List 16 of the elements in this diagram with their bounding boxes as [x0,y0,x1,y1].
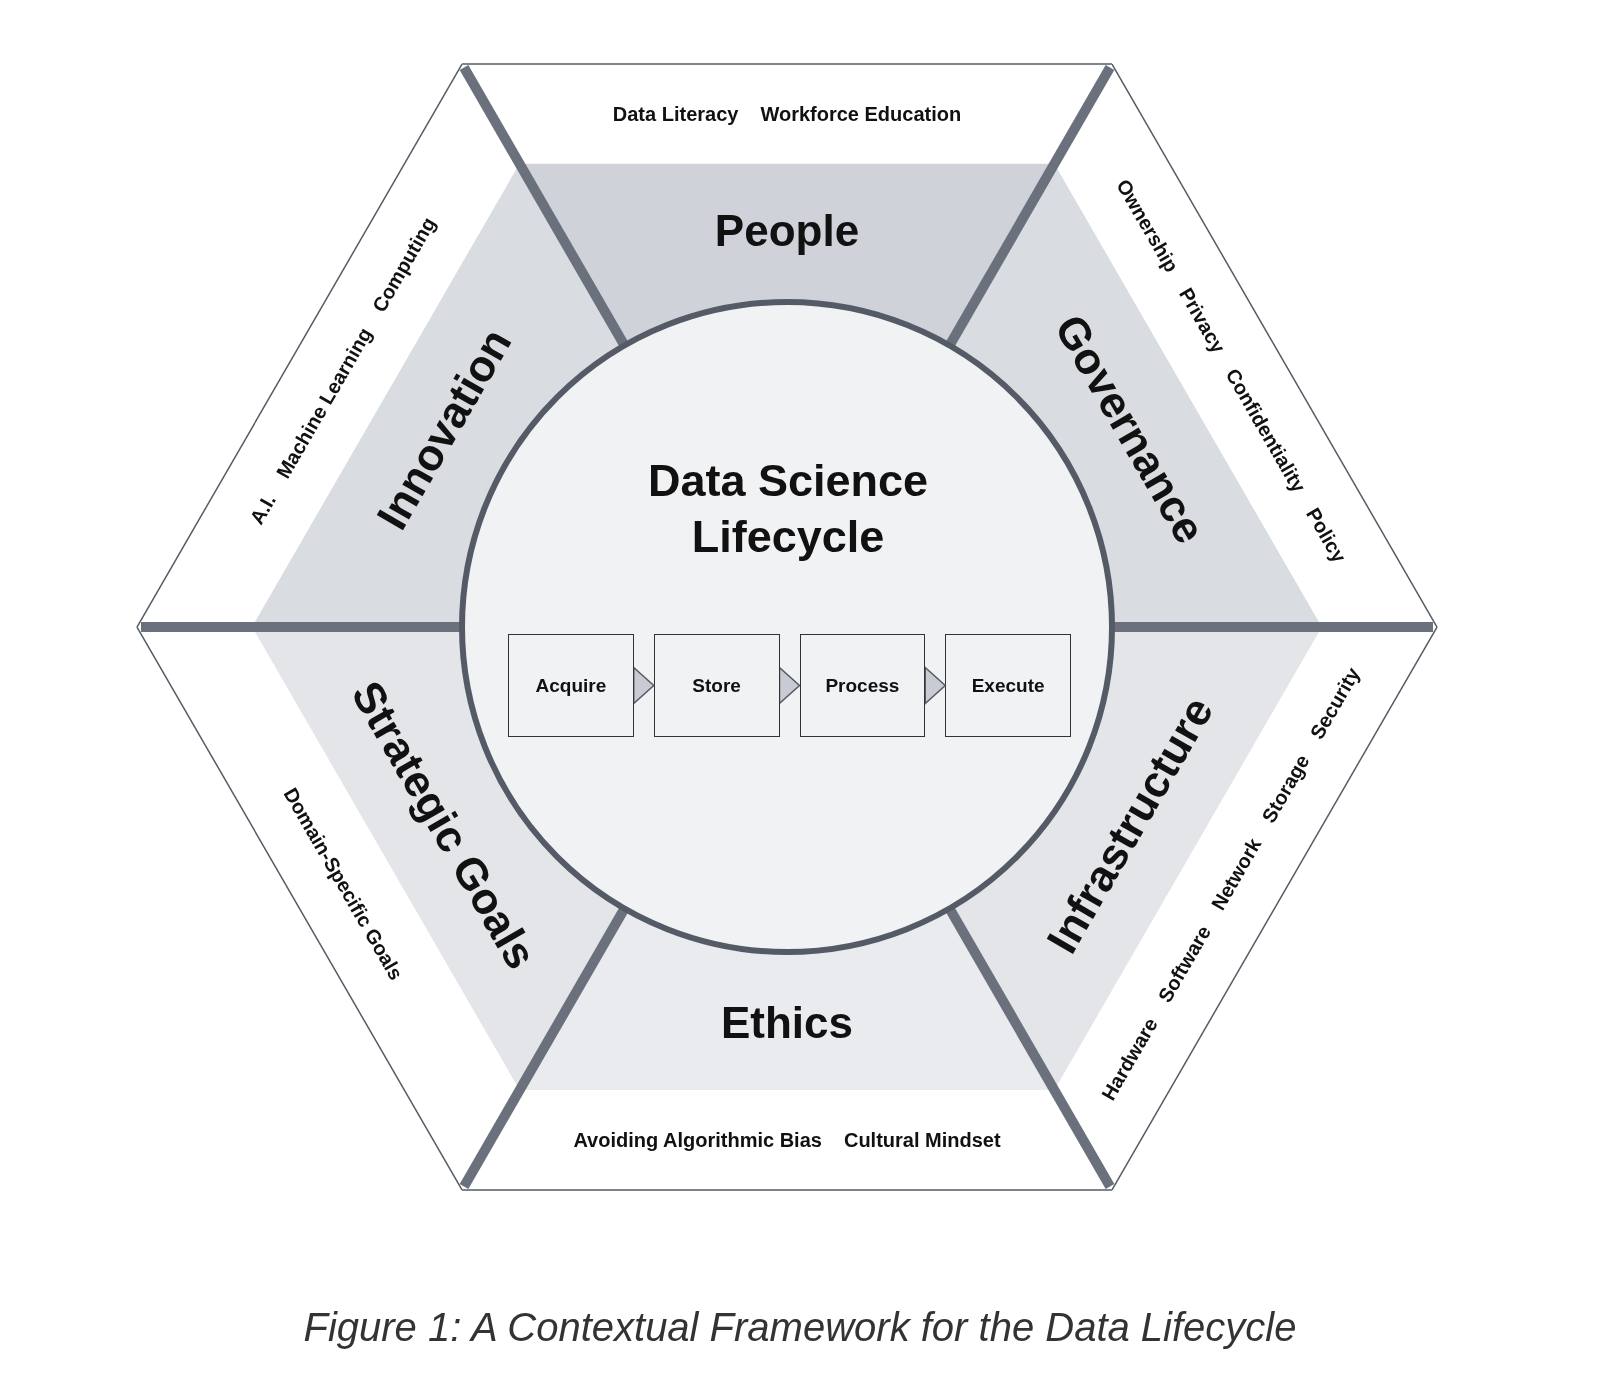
flow-arrow [633,666,655,705]
topic-label: Cultural Mindset [843,1128,1001,1152]
flow-arrow [778,666,801,705]
step-box: Execute [945,634,1071,737]
step-box: Acquire [508,634,634,737]
step-box: Store [653,634,780,737]
topic-label: A.I. [245,489,281,529]
figure-caption: Figure 1: A Contextual Framework for the Data Lifecycle [302,1305,1298,1350]
circle-title: Data Science Lifecycle [646,454,930,565]
topic-label: Workforce Education [760,102,962,126]
flow-arrow [924,666,946,705]
step-box: Process [799,634,926,737]
segment-title: Ethics [721,998,853,1048]
topic-label: Avoiding Algorithmic Bias [573,1128,822,1152]
segment-title: People [714,206,860,256]
topic-label: Data Literacy [612,102,739,126]
